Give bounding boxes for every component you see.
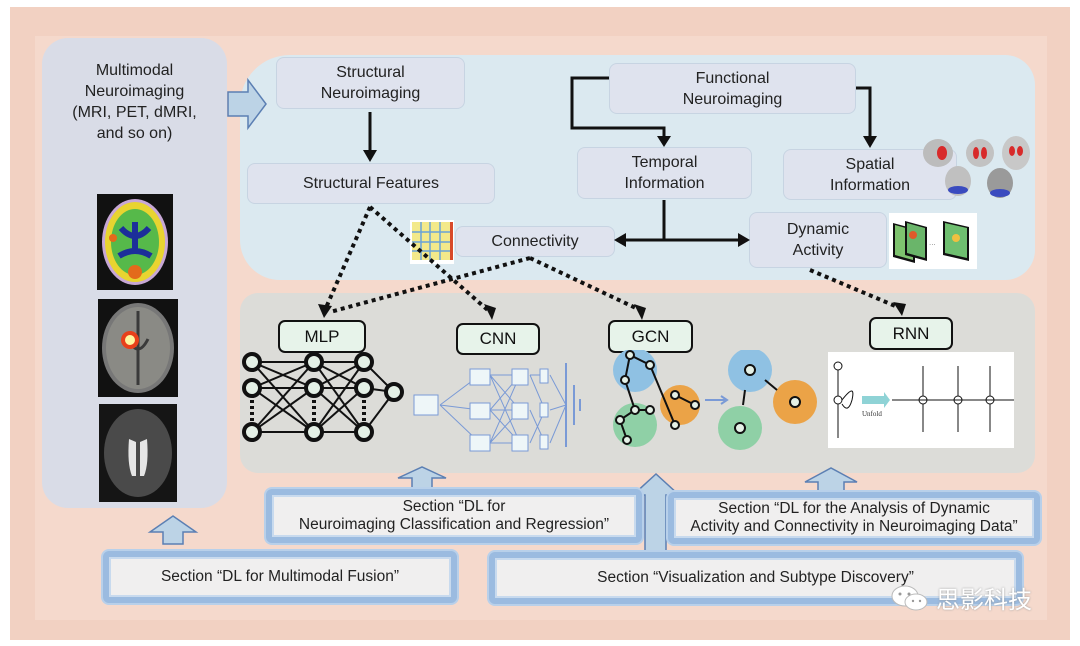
multimodal-title: Multimodal Neuroimaging (MRI, PET, dMRI,… [72,62,197,142]
connectivity-matrix-image [410,220,454,264]
functional-to-spatial-arrow [856,86,872,138]
rnn-label: RNN [869,317,953,350]
structural-neuroimaging-box: Structural Neuroimaging [276,57,465,109]
visualization-arrow [631,472,681,554]
spatial-brain-maps-image [923,136,1030,198]
pet-scan-image [97,194,173,290]
structural-features-box: Structural Features [247,163,495,204]
cnn-diagram [413,363,581,452]
connectivity-box: Connectivity [455,226,615,257]
fmri-activation-image [98,299,178,397]
spatial-information-box: Spatial Information [783,149,957,200]
connectivity-to-gcn-arrow [529,256,641,312]
gcn-label: GCN [608,320,693,353]
watermark: 思影科技 [890,580,1032,615]
section-visualization: Section “Visualization and Subtype Disco… [489,552,1022,604]
functional-to-temporal-arrow [570,76,666,138]
t2-mri-image [99,404,177,502]
watermark-text: 思影科技 [936,587,1032,614]
mlp-diagram [242,352,404,442]
section-fusion: Section “DL for Multimodal Fusion” [103,551,457,603]
multimodal-arrow [227,77,267,131]
svg-text:...: ... [929,238,936,247]
rnn-diagram: Unfold [828,352,1018,448]
dynamic-activity-box: Dynamic Activity [749,212,887,268]
dynamic-activity-maps-image: ... [889,213,977,269]
features-to-cnn-arrow [368,205,492,314]
temporal-information-box: Temporal Information [577,147,752,199]
wechat-icon [891,585,928,610]
classification-arrow [397,466,447,491]
fusion-arrow [147,515,199,545]
mlp-label: MLP [278,320,366,353]
functional-neuroimaging-box: Functional Neuroimaging [609,63,856,114]
features-to-mlp-arrow [323,206,372,311]
gcn-diagram [613,350,817,450]
section-dynamic: Section “DL for the Analysis of Dynamic … [668,492,1040,544]
cnn-label: CNN [456,323,540,355]
section-classification: Section “DL for Neuroimaging Classificat… [266,489,642,543]
dynamic-to-rnn-arrow [809,268,901,310]
rnn-unfold-label: Unfold [862,410,882,418]
connectivity-to-mlp-arrow [329,256,531,314]
